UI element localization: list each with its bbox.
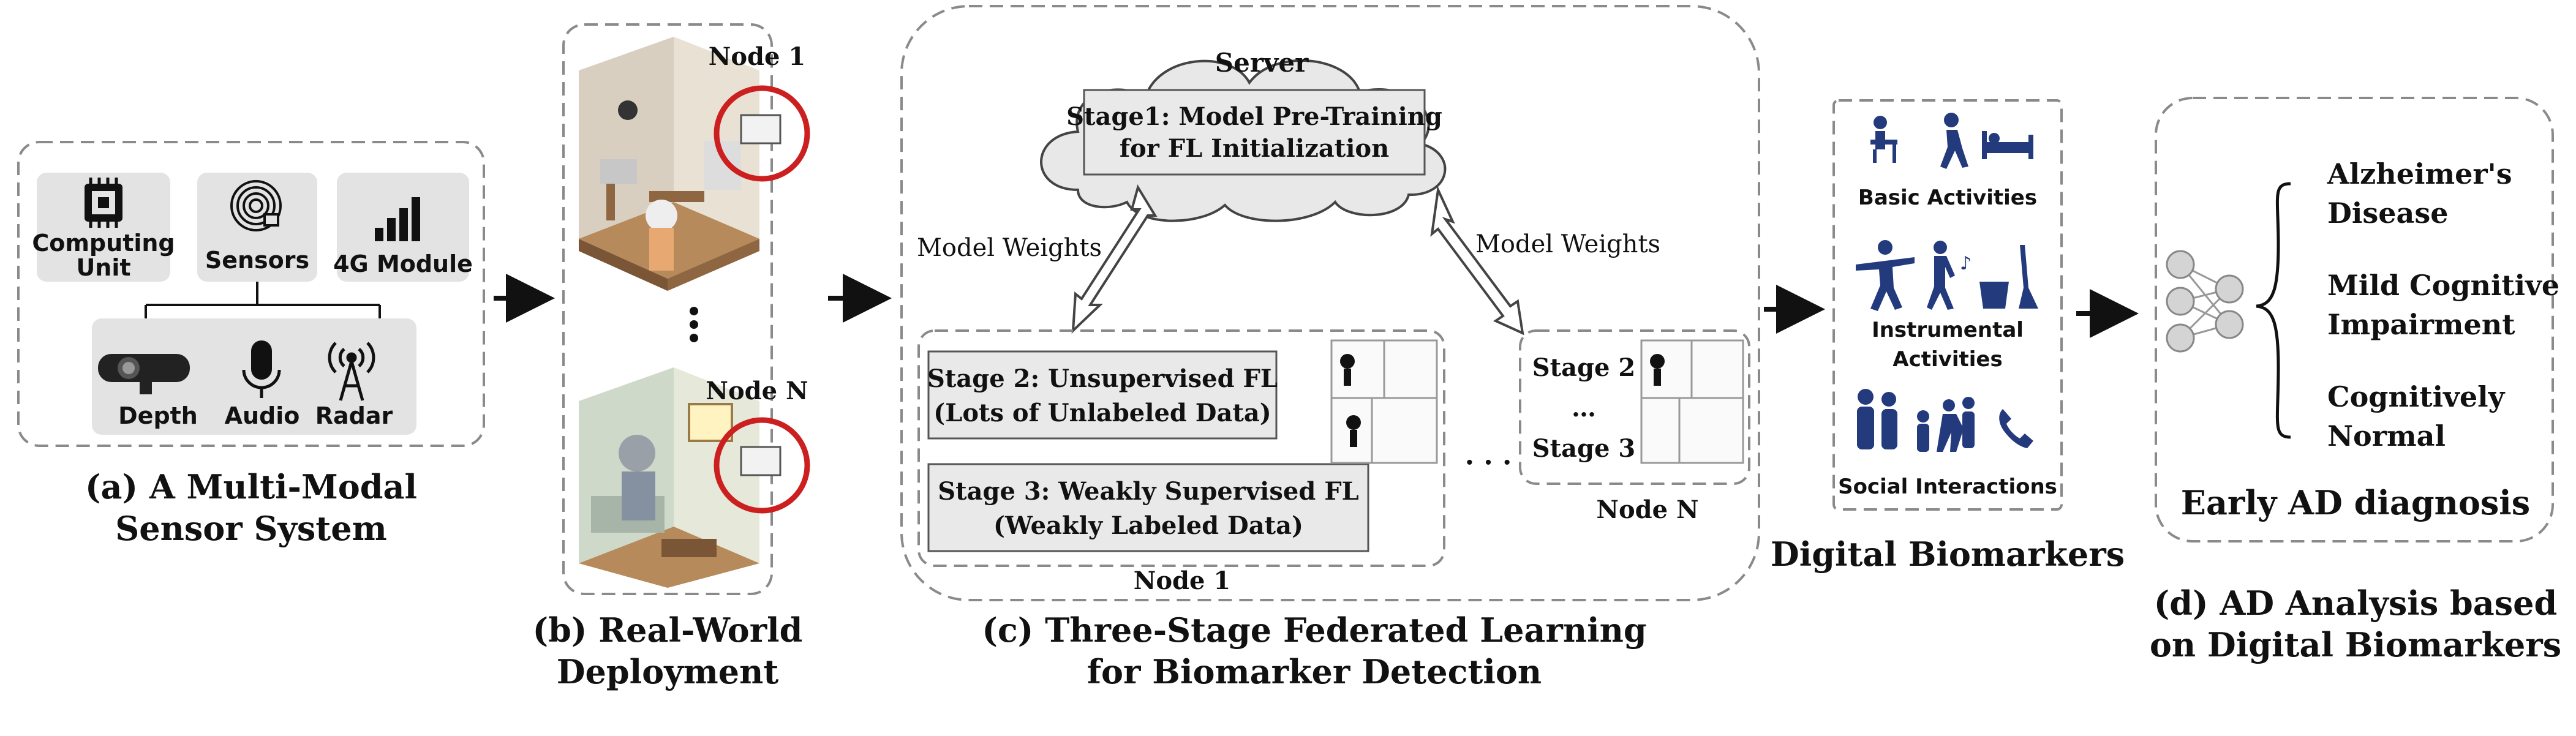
nodeN-sensor-device bbox=[740, 446, 781, 476]
panel-c-caption-1: (c) Three-Stage Federated Learning bbox=[982, 610, 1646, 650]
4g-module-label: 4G Module bbox=[333, 250, 473, 277]
nodeN-label: Node N bbox=[706, 377, 808, 405]
output-brace bbox=[2256, 182, 2291, 439]
stage2-box bbox=[927, 350, 1278, 440]
outcome-normal-2: Normal bbox=[2327, 419, 2446, 452]
instrumental-activities-icons: ♪ bbox=[1856, 240, 2038, 311]
audio-label: Audio bbox=[225, 402, 300, 429]
outcome-alzheimers-2: Disease bbox=[2327, 197, 2449, 230]
room-illustration-node1 bbox=[579, 37, 759, 291]
panel-c-caption-2: for Biomarker Detection bbox=[1087, 652, 1542, 691]
depth-camera-icon bbox=[98, 354, 190, 394]
sensors-icon bbox=[230, 180, 282, 231]
sensors-label: Sensors bbox=[205, 247, 309, 274]
panel-b-caption-2: Deployment bbox=[557, 652, 779, 691]
outcome-normal-1: Cognitively bbox=[2327, 380, 2506, 413]
nodeN-floorplan-thumbnail bbox=[1640, 339, 1744, 464]
svg-text:♪: ♪ bbox=[1960, 253, 1972, 274]
panel-a-caption-2: Sensor System bbox=[115, 509, 387, 548]
outcome-mci-1: Mild Cognitive bbox=[2327, 269, 2559, 302]
social-interactions-label: Social Interactions bbox=[1838, 475, 2057, 499]
depth-label: Depth bbox=[118, 402, 198, 429]
radar-label: Radar bbox=[315, 402, 393, 429]
social-interaction-icons bbox=[1857, 389, 2033, 452]
node1-sensor-highlight bbox=[714, 85, 810, 182]
nodeN-caption: Node N bbox=[1596, 495, 1698, 524]
connector-bracket bbox=[145, 282, 381, 318]
model-weights-arrow-right bbox=[1430, 185, 1524, 336]
microphone-icon bbox=[242, 340, 281, 398]
panel-d-caption-2: on Digital Biomarkers bbox=[2150, 625, 2561, 664]
stage1-label-2: for FL Initialization bbox=[1120, 134, 1389, 163]
panel-d-caption-1: (d) AD Analysis based bbox=[2154, 584, 2558, 623]
computing-unit-box bbox=[37, 173, 170, 282]
nodeN-ellipsis: … bbox=[1572, 394, 1596, 422]
panel-d-dashed-frame bbox=[2155, 97, 2554, 543]
panel-a-caption-1: (a) A Multi-Modal bbox=[85, 467, 417, 506]
panel-a-dashed-frame bbox=[17, 141, 485, 447]
outcome-alzheimers-1: Alzheimer's bbox=[2327, 157, 2512, 190]
stage3-box bbox=[927, 463, 1369, 552]
panel-c-federated-learning: Server Stage1: Model Pre-Training for FL… bbox=[900, 5, 1760, 601]
biomarkers-caption: Digital Biomarkers bbox=[1771, 535, 2125, 574]
room-illustration-nodeN bbox=[579, 367, 759, 588]
computing-unit-label-1: Computing bbox=[32, 230, 175, 257]
biomarkers-dashed-frame bbox=[1832, 99, 2063, 511]
stage1-box bbox=[1083, 89, 1426, 176]
vertical-dots bbox=[690, 307, 698, 342]
panel-digital-biomarkers: Basic Activities ♪ Instrumental Activiti… bbox=[1832, 99, 2063, 511]
model-weights-right-label: Model Weights bbox=[1475, 230, 1660, 258]
between-nodes-dots: · · · bbox=[1465, 447, 1512, 478]
nodeN-stage3-label: Stage 3 bbox=[1532, 434, 1635, 463]
nodeN-dashed-box bbox=[1519, 329, 1750, 485]
panel-c-dashed-frame bbox=[900, 5, 1760, 601]
early-ad-diagnosis-label: Early AD diagnosis bbox=[2181, 483, 2530, 522]
panel-b-dashed-frame bbox=[562, 23, 773, 595]
basic-activities-icons bbox=[1870, 113, 2033, 169]
node1-dashed-box bbox=[917, 329, 1445, 567]
stage2-label-1: Stage 2: Unsupervised FL bbox=[927, 364, 1278, 393]
radar-antenna-icon bbox=[328, 342, 375, 401]
nodeN-sensor-highlight bbox=[714, 417, 810, 514]
computing-unit-label-2: Unit bbox=[76, 254, 130, 281]
server-label: Server bbox=[1215, 48, 1309, 78]
stage3-label-1: Stage 3: Weakly Supervised FL bbox=[938, 477, 1359, 506]
neural-network-icon bbox=[2166, 250, 2244, 353]
outcome-mci-2: Impairment bbox=[2327, 308, 2515, 341]
node1-floorplan-thumbnail bbox=[1330, 339, 1438, 464]
model-weights-left-label: Model Weights bbox=[917, 234, 1102, 262]
stage3-label-2: (Weakly Labeled Data) bbox=[993, 511, 1303, 540]
sensors-box bbox=[197, 173, 317, 282]
node1-caption: Node 1 bbox=[1134, 566, 1230, 595]
stage2-label-2: (Lots of Unlabeled Data) bbox=[933, 399, 1271, 427]
panel-d-ad-analysis: Alzheimer's Disease Mild Cognitive Impai… bbox=[2155, 97, 2559, 543]
signal-bars-icon bbox=[375, 197, 420, 241]
panel-a-sensor-system: Computing Unit Sensors 4G Module Depth bbox=[17, 141, 485, 447]
nodeN-stage2-label: Stage 2 bbox=[1532, 353, 1635, 382]
chip-icon bbox=[85, 178, 122, 228]
panel-b-caption-1: (b) Real-World bbox=[533, 610, 803, 650]
panel-b-deployment: Node 1 Node N bbox=[562, 23, 810, 595]
basic-activities-label: Basic Activities bbox=[1858, 186, 2037, 210]
instrumental-activities-label-2: Activities bbox=[1892, 347, 2002, 372]
node1-sensor-device bbox=[740, 114, 781, 145]
instrumental-activities-label-1: Instrumental bbox=[1872, 318, 2024, 342]
node1-label: Node 1 bbox=[709, 42, 805, 71]
stage1-label-1: Stage1: Model Pre-Training bbox=[1066, 102, 1442, 131]
